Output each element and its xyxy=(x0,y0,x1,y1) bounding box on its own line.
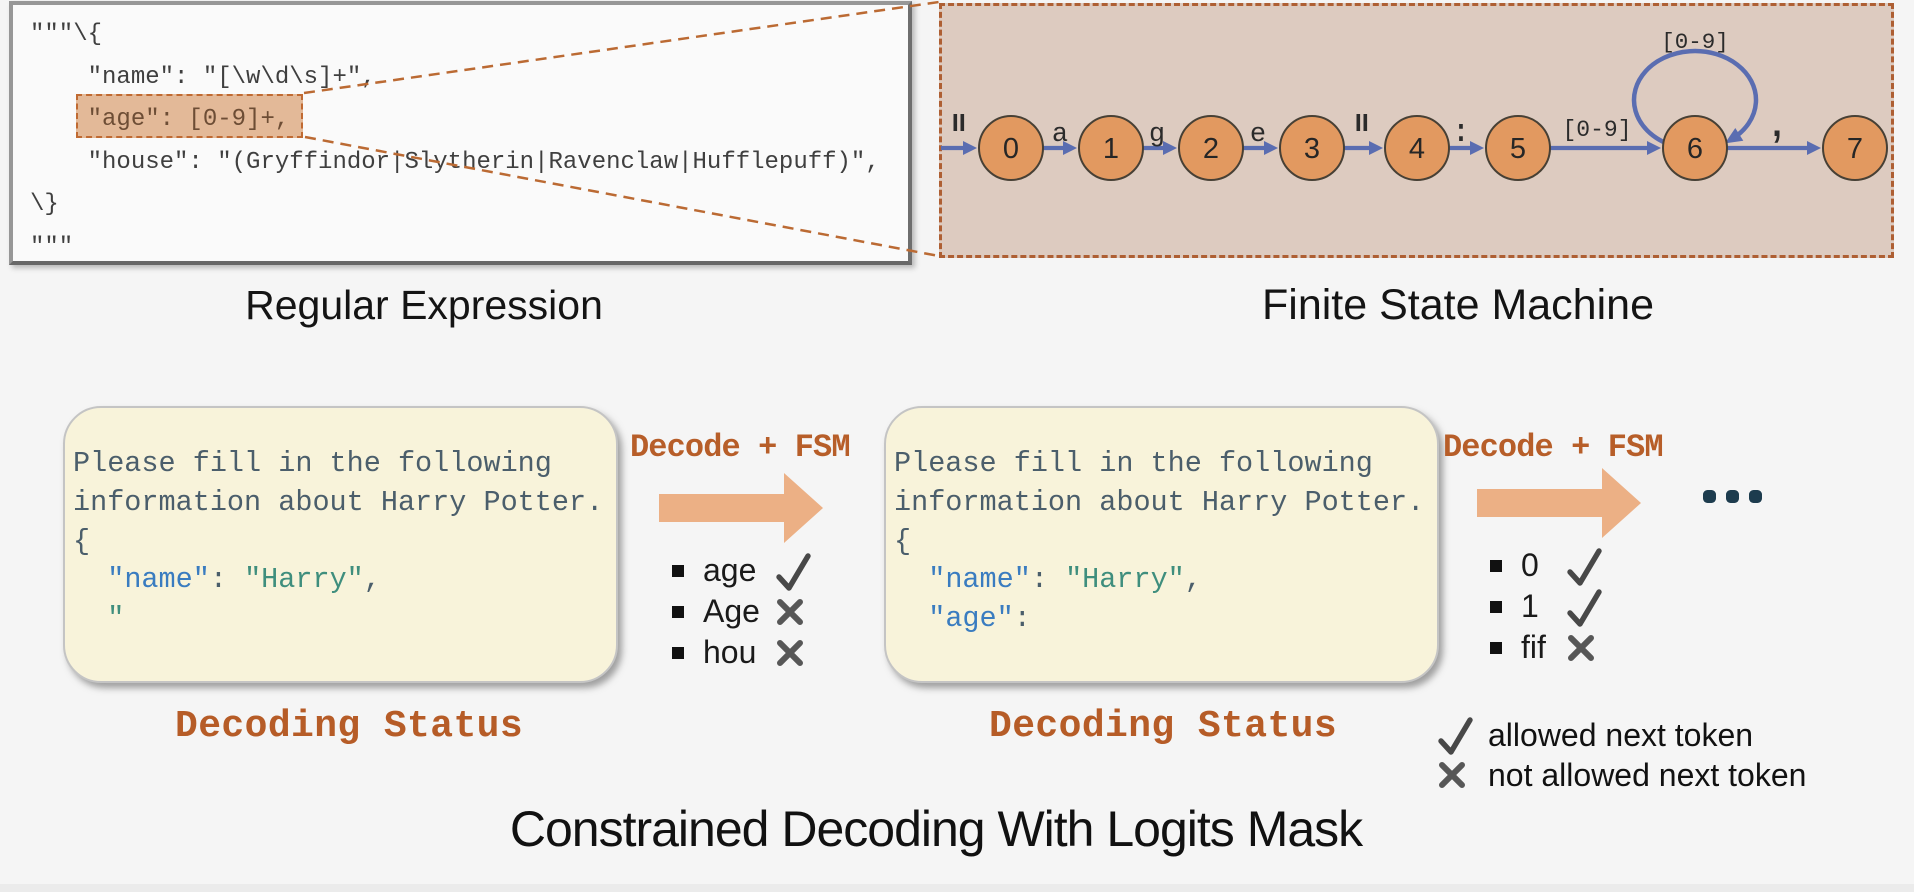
svg-text::: : xyxy=(1451,114,1470,151)
svg-text:1: 1 xyxy=(1103,133,1119,165)
svg-text:6: 6 xyxy=(1687,133,1703,165)
svg-text:g: g xyxy=(1149,120,1165,150)
svg-text:5: 5 xyxy=(1510,133,1526,165)
svg-text:,: , xyxy=(1770,90,1784,148)
svg-text:3: 3 xyxy=(1304,133,1320,165)
svg-text:[0-9]: [0-9] xyxy=(1562,117,1631,143)
svg-text:a: a xyxy=(1052,120,1068,150)
svg-text:4: 4 xyxy=(1409,133,1425,165)
svg-text:2: 2 xyxy=(1203,133,1219,165)
svg-text:0: 0 xyxy=(1003,133,1019,165)
svg-text:[0-9]: [0-9] xyxy=(1661,29,1729,55)
svg-text:e: e xyxy=(1250,120,1266,150)
svg-text:7: 7 xyxy=(1847,133,1863,165)
